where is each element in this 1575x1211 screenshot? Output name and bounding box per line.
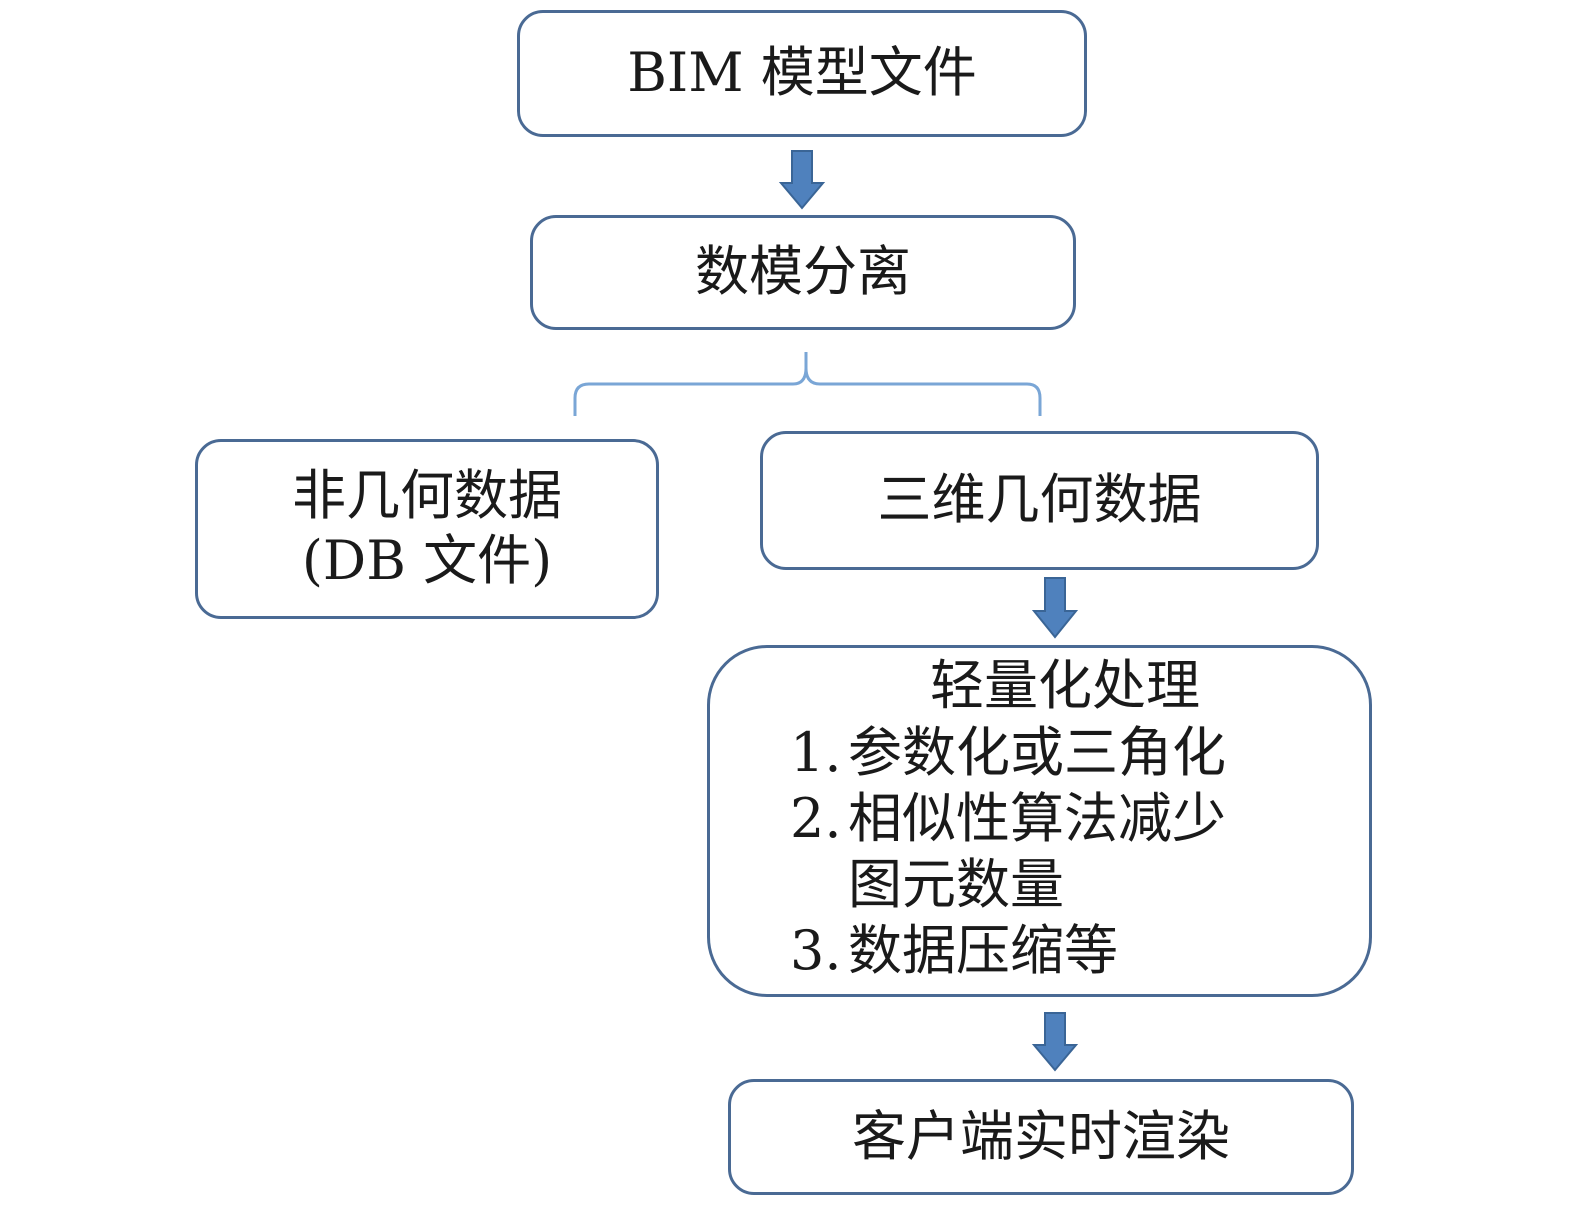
list-item-number bbox=[790, 852, 848, 918]
list-item-number: 1. bbox=[790, 721, 842, 784]
separation-label: 数模分离 bbox=[695, 240, 911, 304]
bim-model-label: BIM 模型文件 bbox=[627, 41, 977, 105]
arrow-geometric-to-lightweight bbox=[1031, 577, 1079, 639]
list-item: 2. 相似性算法减少 bbox=[790, 786, 1226, 852]
list-item-text: 相似性算法减少 bbox=[848, 787, 1226, 850]
list-item-text: 参数化或三角化 bbox=[848, 721, 1226, 784]
geometric-3d-label: 三维几何数据 bbox=[877, 468, 1202, 532]
list-item: 1. 参数化或三角化 bbox=[790, 720, 1226, 786]
client-render-node: 客户端实时渲染 bbox=[728, 1079, 1354, 1195]
lightweight-steps-list: 1. 参数化或三角化 2. 相似性算法减少 图元数量 3. 数据压缩等 bbox=[790, 720, 1226, 984]
list-item-text: 图元数量 bbox=[848, 853, 1064, 916]
list-item: 3. 数据压缩等 bbox=[790, 918, 1226, 984]
lightweight-title: 轻量化处理 bbox=[930, 654, 1200, 717]
split-brace bbox=[573, 352, 1042, 416]
non-geometric-label-line2: (DB 文件) bbox=[301, 529, 553, 592]
list-item-number: 3. bbox=[790, 919, 842, 982]
client-render-label: 客户端实时渲染 bbox=[852, 1104, 1230, 1168]
non-geometric-node: 非几何数据 (DB 文件) bbox=[195, 439, 659, 619]
separation-node: 数模分离 bbox=[530, 215, 1076, 330]
list-item: 图元数量 bbox=[790, 852, 1226, 918]
arrow-lightweight-to-render bbox=[1031, 1012, 1079, 1072]
lightweight-node: 轻量化处理 1. 参数化或三角化 2. 相似性算法减少 图元数量 3. 数据压缩… bbox=[707, 645, 1372, 997]
geometric-3d-node: 三维几何数据 bbox=[760, 431, 1319, 570]
non-geometric-label-line1: 非几何数据 bbox=[292, 464, 562, 528]
list-item-text: 数据压缩等 bbox=[848, 919, 1118, 982]
list-item-number: 2. bbox=[790, 787, 842, 850]
arrow-bim-to-separation bbox=[778, 150, 826, 210]
bim-model-node: BIM 模型文件 bbox=[517, 10, 1087, 137]
